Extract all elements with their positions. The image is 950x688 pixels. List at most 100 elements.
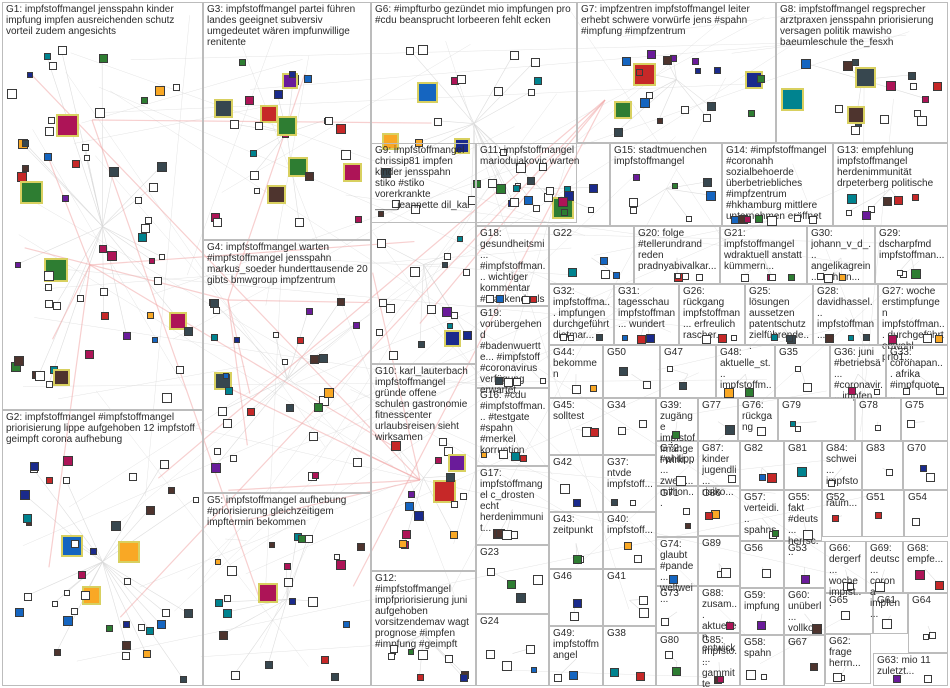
cross-edge — [139, 484, 397, 588]
cluster-g66[interactable]: G66: dergerf... woche impfst... — [825, 541, 866, 609]
cluster-g82[interactable]: G82 — [740, 441, 784, 490]
cluster-label: G26: rückgang impfstoffman... erfreulich… — [683, 286, 741, 341]
cluster-g26[interactable]: G26: rückgang impfstoffman... erfreulich… — [679, 284, 745, 345]
cluster-g5[interactable]: G5: impfstoffmangel aufhebung #priorisie… — [203, 493, 371, 686]
cluster-g61[interactable]: G61 — [873, 593, 908, 634]
cluster-g69[interactable]: G69: deutsc... corona impfen... — [866, 541, 903, 620]
cluster-g41[interactable]: G41 — [603, 569, 656, 626]
cluster-g44[interactable]: G44: bekommen — [549, 345, 603, 398]
cluster-g2[interactable]: G2: impfstoffmangel #impfstoffmangel pri… — [2, 410, 203, 686]
cluster-g89[interactable]: G89 — [698, 536, 740, 586]
cluster-g18[interactable]: G18: gesundheitsmi... #impfstoffman... w… — [476, 226, 549, 316]
cluster-g57[interactable]: G57: verteidi... spahns — [740, 490, 784, 541]
cluster-g24[interactable]: G24 — [476, 614, 549, 686]
user-node — [222, 373, 229, 380]
cluster-g55[interactable]: G55: fakt #deuts... herrsc... — [784, 490, 822, 558]
cluster-g78[interactable]: G78 — [855, 398, 901, 441]
cluster-g54[interactable]: G54 — [904, 490, 948, 537]
cluster-g46[interactable]: G46 — [549, 569, 603, 626]
cluster-g50[interactable]: G50 — [603, 345, 660, 398]
cluster-g73[interactable]: G73 — [656, 586, 698, 633]
cluster-g52[interactable]: G52 — [822, 490, 862, 537]
cluster-g20[interactable]: G20: folge #tellerundrand reden pradnyab… — [634, 226, 720, 284]
cluster-g13[interactable]: G13: empfehlung impfstoffmangel herdenim… — [833, 143, 948, 226]
cluster-g87[interactable]: G87: kinder jugendli... risiko... — [698, 441, 740, 498]
cluster-g4[interactable]: G4: impfstoffmangel warten #impfstoffman… — [203, 240, 371, 493]
user-node — [809, 663, 818, 672]
cluster-g35[interactable]: G35 — [775, 345, 830, 398]
cluster-g19[interactable]: G19: vorübergehend #badenwuertte... #imp… — [476, 306, 549, 396]
cluster-g74[interactable]: G74: glaubt #pande... weltwei... — [656, 537, 698, 605]
cluster-g7[interactable]: G7: impfzentren impfstoffmangel leiter e… — [577, 2, 776, 143]
cluster-label: G70 — [907, 443, 926, 454]
cluster-g11[interactable]: G11: impfstoffmangel mariodujakovic wart… — [476, 143, 610, 226]
cluster-g27[interactable]: G27: woche erstimpfungen impfstoffman...… — [878, 284, 948, 363]
cluster-g65[interactable]: G65 — [825, 593, 873, 634]
cluster-g17[interactable]: G17: impfstoffmangel c_drosten echt herd… — [476, 466, 549, 545]
cluster-g76[interactable]: G76: rückgang — [738, 398, 778, 441]
cluster-g23[interactable]: G23 — [476, 545, 549, 614]
cluster-g16[interactable]: G16: #cdu #impfstoffman... #testgate #sp… — [476, 388, 549, 466]
cluster-g64[interactable]: G64 — [908, 593, 948, 653]
cluster-g14[interactable]: G14: #impfstoffmangel #coronahh sozialbe… — [722, 143, 833, 226]
cluster-g67[interactable]: G67 — [784, 635, 825, 686]
cluster-g63[interactable]: G63: mio 11 zuletzt... — [873, 653, 948, 686]
cluster-g85[interactable]: G85: impfsto... gammitte juni... — [698, 633, 740, 688]
cluster-g70[interactable]: G70 — [903, 441, 948, 490]
cluster-g30[interactable]: G30: johann_v_d_... angelikagrein... zah… — [807, 226, 875, 284]
cluster-g75[interactable]: G75 — [901, 398, 948, 441]
cluster-g29[interactable]: G29: dscharpfmd impfstoffman... — [875, 226, 948, 284]
cluster-g59[interactable]: G59: impfung — [740, 588, 784, 635]
cluster-g51[interactable]: G51 — [862, 490, 904, 537]
cluster-g53[interactable]: G53 — [784, 541, 825, 588]
cluster-g43[interactable]: G43: zeitpunkt — [549, 512, 603, 569]
cluster-g38[interactable]: G38 — [603, 626, 656, 686]
cluster-g71[interactable]: G71 — [656, 486, 698, 537]
cluster-g86[interactable]: G86 — [698, 486, 740, 536]
cluster-g40[interactable]: G40: impfstoff... — [603, 512, 656, 569]
cluster-g21[interactable]: G21: impfstoffmangel wdraktuell anstatt … — [720, 226, 807, 284]
cluster-g42[interactable]: G42 — [549, 455, 603, 512]
cluster-g39[interactable]: G39: zugänge impfstoffmangel wirkt... — [656, 398, 698, 466]
cluster-g80[interactable]: G80 — [656, 633, 698, 686]
cluster-g32[interactable]: G32: impfstoffma... impfungen durchgefüh… — [549, 284, 614, 345]
cluster-g68[interactable]: G68: empfe... — [903, 541, 948, 593]
edge — [632, 188, 667, 211]
cluster-g81[interactable]: G81 — [784, 441, 822, 490]
user-node — [909, 83, 917, 91]
cluster-g36[interactable]: G36: juni #betriebsä... #coronavir... im… — [830, 345, 886, 402]
cluster-g25[interactable]: G25: lösungen aussetzen patentschutz zie… — [745, 284, 813, 352]
cluster-g62[interactable]: G62: frage herrn... — [825, 634, 871, 684]
user-node — [145, 505, 155, 515]
cluster-g58[interactable]: G58: spahn — [740, 635, 784, 686]
cluster-g37[interactable]: G37: ntvde impfstoff... — [603, 455, 656, 512]
cluster-g60[interactable]: G60: unüberl... vollkom... — [784, 588, 825, 645]
cluster-g34[interactable]: G34 — [603, 398, 656, 455]
cluster-g45[interactable]: G45: solltest — [549, 398, 603, 455]
cluster-g15[interactable]: G15: stadtmuenchen impfstoffmangel — [610, 143, 722, 226]
cluster-g48[interactable]: G48: aktuelle_st... impfstoffm... — [716, 345, 775, 402]
cluster-g77[interactable]: G77 — [698, 398, 738, 441]
cluster-g33[interactable]: G33: coronapan... afrika #impfquote... — [886, 345, 948, 402]
cluster-g28[interactable]: G28: davidhassel... impfstoffman... — [813, 284, 878, 345]
cluster-g8[interactable]: G8: impfstoffmangel regsprecher arztprax… — [776, 2, 948, 143]
user-node — [662, 56, 672, 66]
cluster-g31[interactable]: G31: tagesschau impfstoffman... wundert — [614, 284, 679, 345]
cluster-g10[interactable]: G10: karl_lauterbach impfstoffmangel grü… — [371, 364, 476, 571]
highlight-edge — [51, 264, 91, 340]
cluster-g47[interactable]: G47 — [660, 345, 716, 398]
cluster-g12[interactable]: G12: #impfstoffmangel impfpriorisierung … — [371, 571, 476, 686]
cluster-g1[interactable]: G1: impfstoffmangel jensspahn kinder imp… — [2, 2, 203, 410]
cluster-g88[interactable]: G88: zusam... aktuellen entwick... — [698, 586, 740, 665]
cluster-g22[interactable]: G22 — [549, 226, 634, 284]
cluster-g9[interactable]: G9: impfstoffmangel chrissip81 impfen ki… — [371, 143, 476, 364]
cluster-g49[interactable]: G49: impfstoffmangel — [549, 626, 603, 686]
cluster-g79[interactable]: G79 — [778, 398, 855, 441]
cluster-g83[interactable]: G83 — [862, 441, 903, 490]
cluster-g84[interactable]: G84: schwei... impfsto... raum... — [822, 441, 862, 509]
user-node — [21, 139, 29, 147]
cluster-g3[interactable]: G3: impfstoffmangel partei führen landes… — [203, 2, 371, 240]
cluster-g72[interactable]: G72: #philipp... zweiti... million... — [656, 441, 698, 509]
cross-edge — [569, 10, 797, 351]
cluster-g56[interactable]: G56 — [740, 541, 784, 588]
